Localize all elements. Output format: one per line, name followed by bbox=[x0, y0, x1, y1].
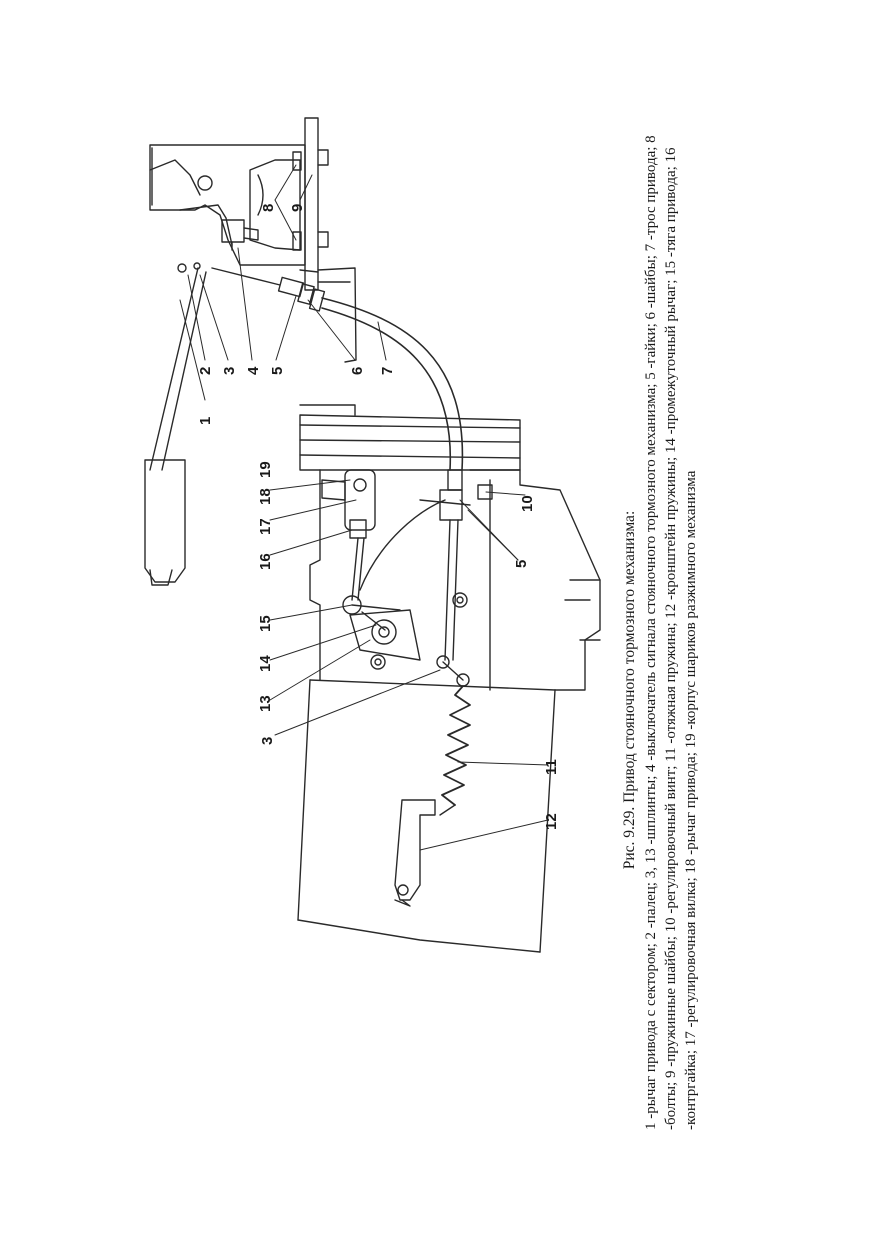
lever-bracket bbox=[149, 144, 306, 266]
callout-19: 19 bbox=[257, 461, 274, 478]
callout-18: 18 bbox=[257, 488, 274, 505]
callout-12: 12 bbox=[543, 813, 560, 830]
cable-end-fittings bbox=[211, 267, 326, 312]
adjusting-rod bbox=[419, 469, 493, 687]
bolts-8 bbox=[249, 149, 329, 251]
callout-3b: 3 bbox=[259, 737, 276, 745]
pin-2 bbox=[177, 263, 187, 273]
figure-caption: Рис. 9.29. Привод стояночного тормозного… bbox=[620, 50, 701, 1130]
housing-bolt bbox=[374, 658, 382, 666]
callout-5: 5 bbox=[269, 367, 286, 375]
housing-bolt bbox=[452, 592, 468, 608]
callout-13: 13 bbox=[257, 695, 274, 712]
housing-bolt bbox=[456, 596, 464, 604]
callout-3: 3 bbox=[221, 367, 238, 375]
cotter-3 bbox=[193, 262, 201, 270]
callout-5b: 5 bbox=[513, 560, 530, 568]
callout-7: 7 bbox=[379, 367, 396, 375]
callout-4: 4 bbox=[245, 366, 262, 375]
callout-10: 10 bbox=[519, 495, 536, 512]
callout-8: 8 bbox=[260, 204, 277, 212]
drive-rod bbox=[342, 499, 446, 631]
intermediate-lever bbox=[349, 609, 421, 661]
callout-1: 1 bbox=[197, 417, 214, 425]
callout-2: 2 bbox=[197, 367, 214, 375]
brake-cable bbox=[321, 297, 464, 471]
tension-spring bbox=[439, 685, 471, 816]
expander-mechanism bbox=[321, 469, 376, 601]
callout-6: 6 bbox=[349, 367, 366, 375]
callout-numbers: 1 2 3 4 5 6 7 8 9 10 5 11 12 13 14 15 16… bbox=[197, 204, 560, 830]
caption-title: Рис. 9.29. Привод стояночного тормозного… bbox=[621, 510, 638, 870]
callout-9: 9 bbox=[289, 204, 306, 212]
axle-housing bbox=[297, 404, 601, 953]
leader-lines bbox=[179, 164, 549, 851]
callout-15: 15 bbox=[257, 615, 274, 632]
signal-switch bbox=[221, 219, 259, 251]
hand-lever bbox=[144, 267, 207, 586]
callout-16: 16 bbox=[257, 553, 274, 570]
callout-11: 11 bbox=[543, 759, 560, 775]
callout-14: 14 bbox=[257, 655, 274, 672]
housing-bolt bbox=[370, 654, 386, 670]
callout-17: 17 bbox=[257, 518, 274, 535]
spring-bracket bbox=[394, 799, 436, 907]
caption-legend: 1 -рычаг привода с сектором; 2 -палец; 3… bbox=[643, 135, 699, 1130]
